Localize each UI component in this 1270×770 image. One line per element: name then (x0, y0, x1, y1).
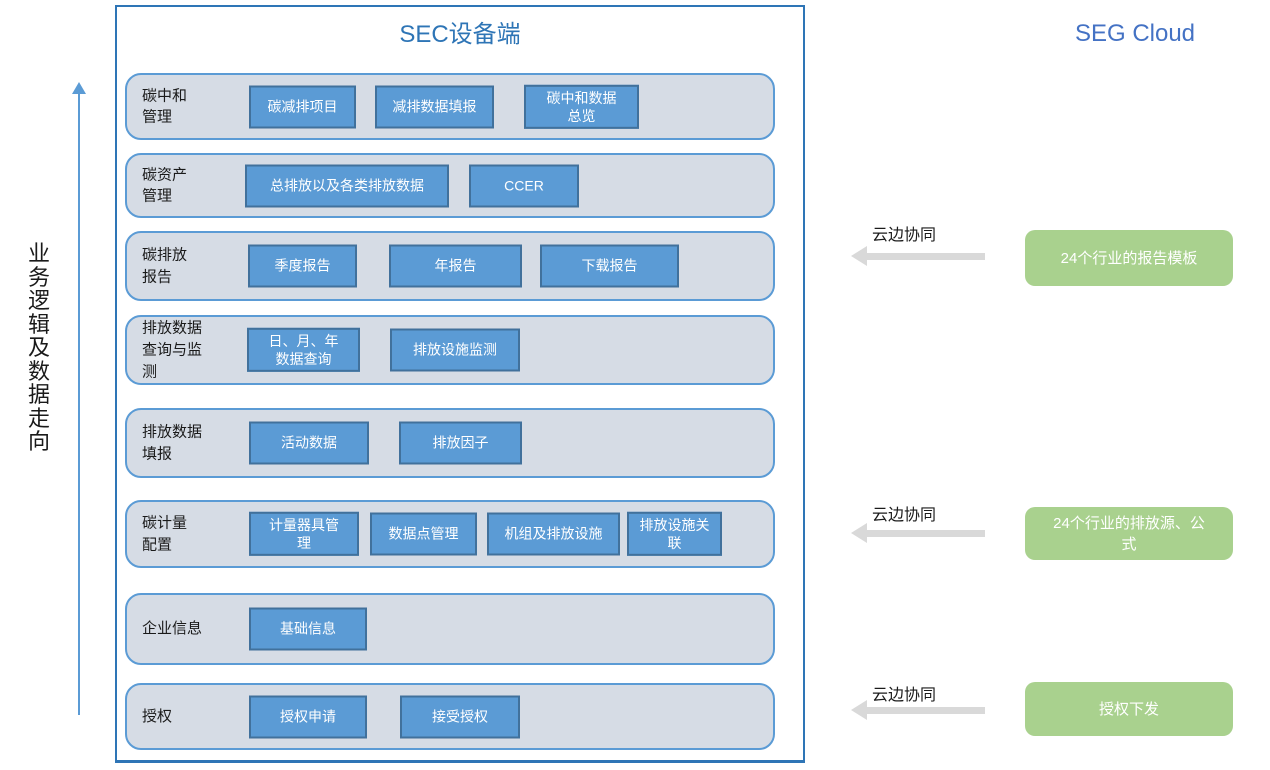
module-row-emission-query: 排放数据 查询与监 测 日、月、年 数据查询 排放设施监测 (125, 315, 775, 385)
cloud-edge-sync-label: 云边协同 (872, 227, 937, 244)
module-row-emission-filling: 排放数据 填报 活动数据 排放因子 (125, 408, 775, 478)
module-row-label: 排放数据 查询与监 测 (142, 319, 203, 380)
module-row-label: 企业信息 (142, 620, 203, 638)
cloud-edge-sync-label: 云边协同 (872, 687, 937, 704)
module-row-label: 碳资产 管理 (142, 165, 188, 205)
module-button: 减排数据填报 (375, 85, 494, 128)
module-button: 排放设施关 联 (627, 511, 722, 557)
module-button: 下载报告 (540, 244, 679, 288)
flow-direction-label: 业务逻辑及数据走向 (27, 241, 50, 454)
module-row-emission-report: 碳排放 报告 季度报告 年报告 下载报告 (125, 231, 775, 301)
module-button: 日、月、年 数据查询 (247, 327, 360, 373)
module-row-carbon-metering: 碳计量 配置 计量器具管 理 数据点管理 机组及排放设施 排放设施关 联 (125, 500, 775, 568)
cloud-box-report-templates: 24个行业的报告模板 (1025, 230, 1233, 286)
module-row-authorization: 授权 授权申请 接受授权 (125, 683, 775, 750)
module-button: 基础信息 (249, 607, 367, 651)
left-arrow-icon (851, 700, 867, 720)
module-button: 碳减排项目 (249, 85, 356, 128)
module-button: 活动数据 (249, 421, 369, 465)
module-row-carbon-neutral: 碳中和 管理 碳减排项目 减排数据填报 碳中和数据 总览 (125, 73, 775, 140)
left-arrow-tail (867, 707, 985, 714)
module-button: 接受授权 (400, 695, 520, 738)
left-arrow-tail (867, 530, 985, 537)
module-row-label: 碳中和 管理 (142, 86, 188, 126)
module-button: 计量器具管 理 (249, 511, 359, 557)
module-button: 季度报告 (248, 244, 357, 288)
cloud-box-authorization-issue: 授权下发 (1025, 682, 1233, 736)
module-row-enterprise-info: 企业信息 基础信息 (125, 593, 775, 665)
module-button: 数据点管理 (370, 512, 477, 556)
up-arrow-line (78, 93, 80, 715)
seg-cloud-title: SEG Cloud (1074, 20, 1196, 47)
module-button: 碳中和数据 总览 (524, 84, 639, 129)
module-button: 总排放以及各类排放数据 (245, 164, 449, 207)
sec-device-panel-title: SEC设备端 (399, 21, 521, 48)
module-button: 排放因子 (399, 421, 522, 465)
module-button: 授权申请 (249, 695, 367, 738)
left-arrow-icon (851, 523, 867, 543)
up-arrow-icon (72, 82, 86, 94)
left-arrow-tail (867, 253, 985, 260)
module-row-label: 授权 (142, 707, 173, 725)
module-row-carbon-asset: 碳资产 管理 总排放以及各类排放数据 CCER (125, 153, 775, 218)
module-button: 排放设施监测 (390, 328, 520, 372)
cloud-box-emission-sources: 24个行业的排放源、公 式 (1025, 507, 1233, 560)
module-button: 年报告 (389, 244, 522, 288)
module-row-label: 碳计量 配置 (142, 514, 188, 553)
module-row-label: 排放数据 填报 (142, 423, 203, 462)
module-row-label: 碳排放 报告 (142, 246, 188, 285)
module-button: CCER (469, 164, 579, 207)
cloud-edge-sync-label: 云边协同 (872, 507, 937, 524)
left-arrow-icon (851, 246, 867, 266)
module-button: 机组及排放设施 (487, 512, 620, 556)
